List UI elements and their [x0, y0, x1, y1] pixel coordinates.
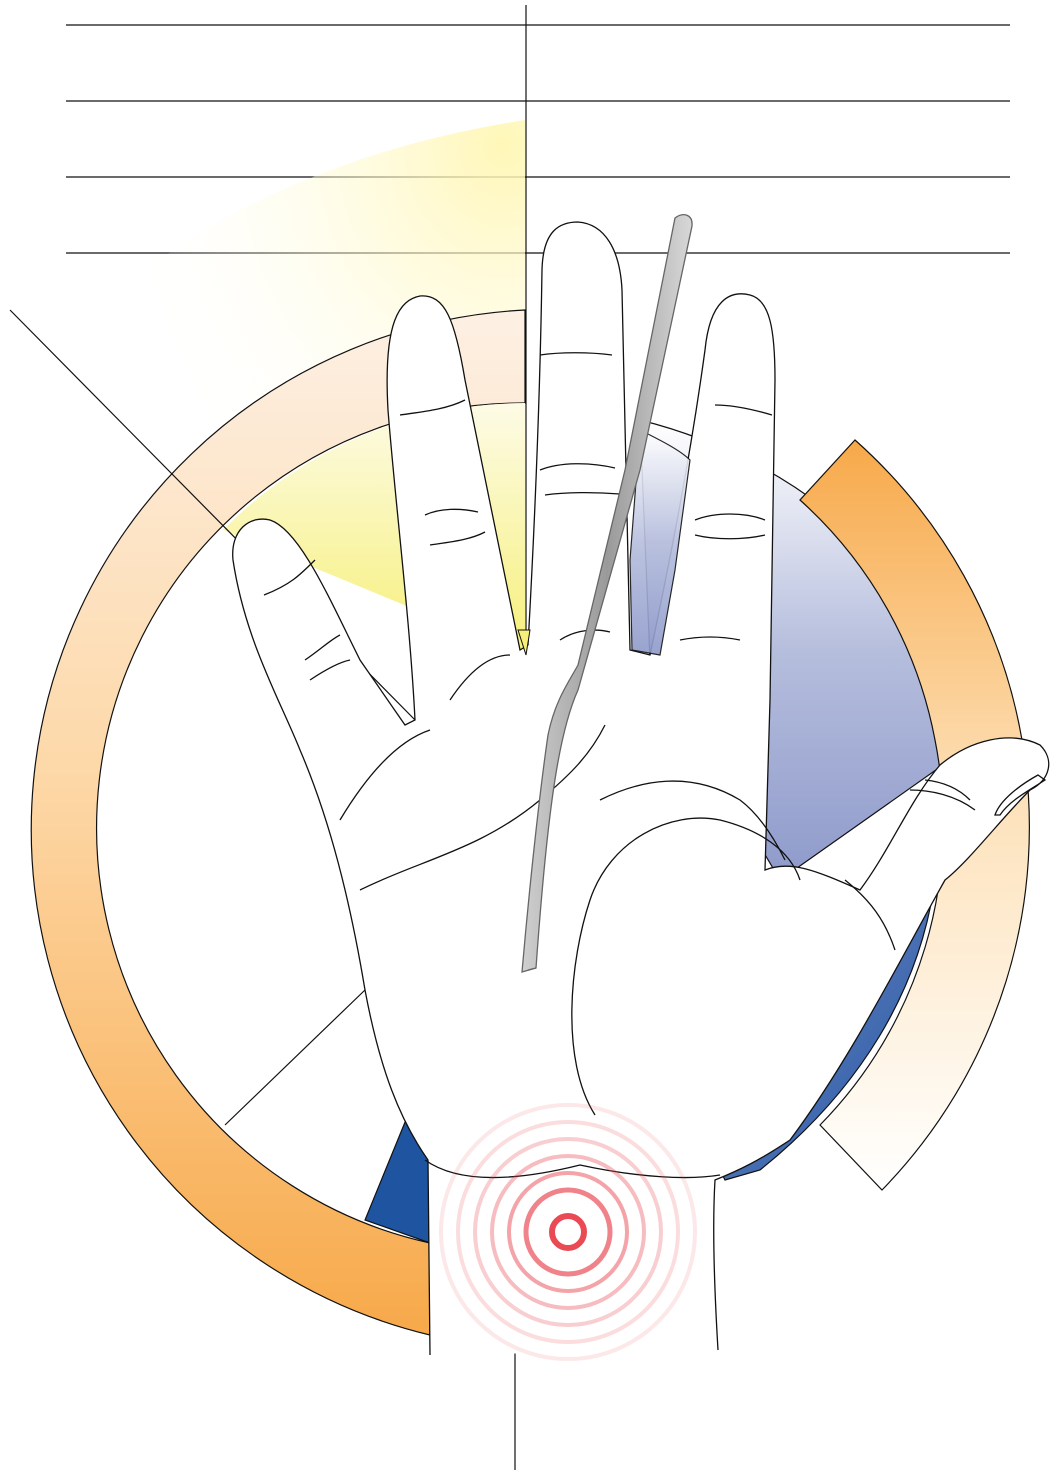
ruled-lines: [66, 25, 1010, 253]
